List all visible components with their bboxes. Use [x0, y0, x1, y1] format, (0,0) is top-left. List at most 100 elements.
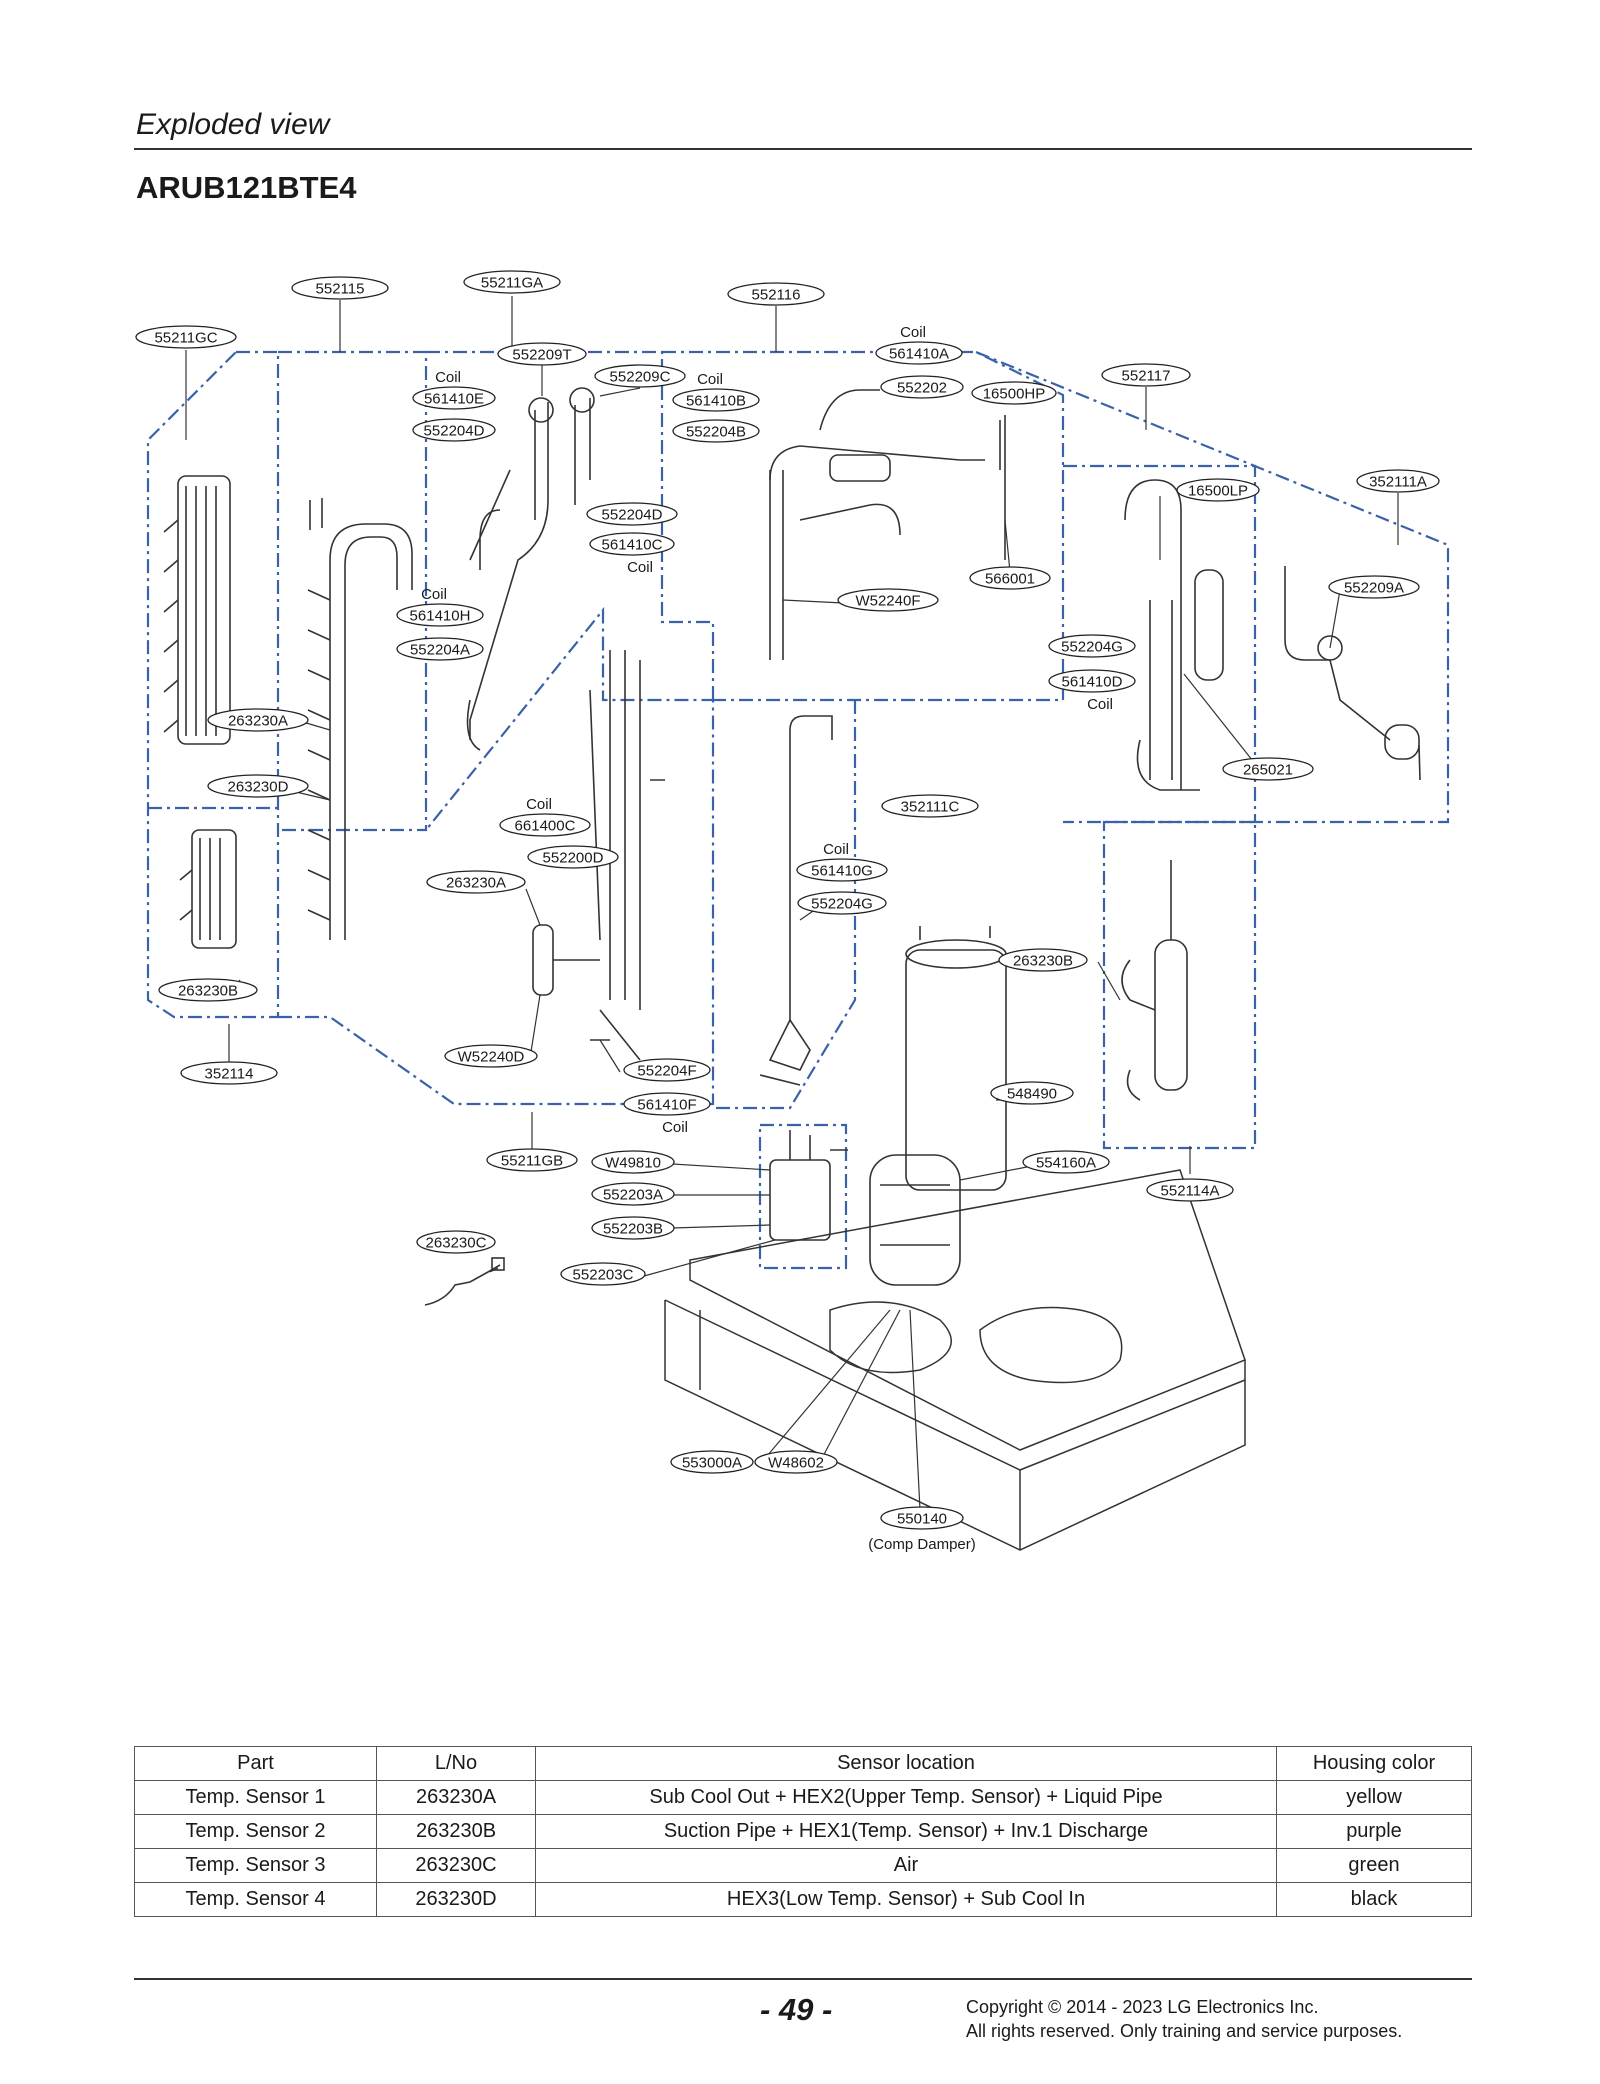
callout-oval	[875, 341, 963, 365]
callout-oval	[412, 386, 496, 410]
callout-oval	[396, 637, 484, 661]
callout-oval	[672, 419, 760, 443]
column-header-housing-color: Housing color	[1276, 1746, 1472, 1781]
callout-part-number: W52240F	[855, 593, 920, 610]
callout-oval	[158, 978, 258, 1002]
group-boundary-55211ga	[426, 350, 715, 700]
callout-oval	[589, 532, 675, 556]
part-callout: 263230B	[998, 948, 1088, 972]
callout-part-number: W48602	[768, 1455, 824, 1472]
compressor-548490	[905, 926, 1007, 1191]
part-callout: W49810	[591, 1150, 675, 1174]
part-callout: 263230C	[416, 1230, 496, 1254]
cell-housing-color: yellow	[1276, 1780, 1472, 1815]
callout-part-number: 263230C	[426, 1235, 487, 1252]
group-boundary-552116	[662, 350, 1065, 702]
part-callout: 552209A	[1328, 575, 1420, 599]
group-boundary-552114a	[1102, 820, 1257, 1150]
callout-part-number: 552209A	[1344, 580, 1404, 597]
callout-oval	[1356, 469, 1440, 493]
callout-oval	[497, 342, 587, 366]
sensor-table: Part L/No Sensor location Housing color …	[134, 1746, 1472, 1917]
callout-part-number: 561410B	[686, 393, 746, 410]
part-callout: 553000A	[670, 1450, 754, 1474]
callout-part-number: 263230B	[1013, 953, 1073, 970]
callout-oval	[670, 1450, 754, 1474]
part-callout: 552116	[727, 282, 825, 306]
cell-lno: 263230A	[376, 1780, 536, 1815]
pipe-assembly-552116	[769, 389, 1006, 660]
callout-part-number: W52240D	[458, 1049, 525, 1066]
callout-coil-note: Coil	[526, 796, 552, 813]
callout-oval	[486, 1148, 578, 1172]
part-callout: 566001	[969, 566, 1051, 590]
pipe-352111c	[759, 715, 833, 1086]
callout-part-number: 55211GB	[501, 1153, 563, 1170]
footer-divider	[134, 1978, 1472, 1980]
group-boundary-552115	[278, 350, 428, 832]
part-callout: 552204D	[412, 418, 496, 442]
cell-lno: 263230C	[376, 1848, 536, 1883]
callout-part-number: 561410H	[410, 608, 471, 625]
part-callout: 352111A	[1356, 469, 1440, 493]
callout-oval	[796, 858, 888, 882]
callout-oval	[881, 794, 979, 818]
callout-oval	[1048, 634, 1136, 658]
callout-part-number: 552209C	[610, 369, 671, 386]
copyright-line-2: All rights reserved. Only training and s…	[966, 2021, 1403, 2041]
callout-part-number: 554160A	[1036, 1155, 1096, 1172]
comp-damper-note: (Comp Damper)	[868, 1536, 976, 1553]
part-callout: 552204A	[396, 637, 484, 661]
part-callout: 561410C Coil	[589, 532, 675, 576]
callout-oval	[998, 948, 1088, 972]
heat-exchanger-left-lower	[179, 829, 237, 949]
part-callout: 55211GA	[463, 270, 561, 294]
section-title: Exploded view	[136, 108, 330, 141]
callout-oval	[1328, 575, 1420, 599]
valve-352111a	[1284, 566, 1421, 781]
callout-part-number: 55211GC	[154, 330, 217, 347]
table-row: Temp. Sensor 1 263230A Sub Cool Out + HE…	[134, 1780, 1472, 1815]
callout-part-number: 55211GA	[481, 275, 543, 292]
callout-oval	[527, 845, 619, 869]
callout-coil-note: Coil	[627, 559, 653, 576]
part-callout: 352111C	[881, 794, 979, 818]
part-callout: 263230A	[426, 870, 526, 894]
base-pan	[664, 1169, 1246, 1551]
table-row: Temp. Sensor 3 263230C Air green	[134, 1848, 1472, 1883]
callout-part-number: 561410A	[889, 346, 949, 363]
page-number: - 49 -	[760, 1992, 833, 2027]
callout-part-number: 566001	[985, 571, 1035, 588]
callout-oval	[1146, 1178, 1234, 1202]
part-callout: 263230D	[207, 774, 309, 798]
callout-part-number: 552209T	[512, 347, 571, 364]
cell-sensor-location: Suction Pipe + HEX1(Temp. Sensor) + Inv.…	[535, 1814, 1277, 1849]
callout-oval	[1101, 363, 1191, 387]
callout-part-number: 561410C	[602, 537, 663, 554]
callout-part-number: 552204D	[424, 423, 485, 440]
model-title: ARUB121BTE4	[136, 170, 357, 205]
callout-part-number: 352111A	[1369, 474, 1427, 491]
part-callout: 552204B	[672, 419, 760, 443]
cell-sensor-location: Sub Cool Out + HEX2(Upper Temp. Sensor) …	[535, 1780, 1277, 1815]
callout-coil-note: Coil	[662, 1119, 688, 1136]
callout-part-number: 548490	[1007, 1086, 1057, 1103]
callout-oval	[586, 502, 678, 526]
part-callout: 55211GB	[486, 1148, 578, 1172]
part-callout: 554160A	[1022, 1150, 1110, 1174]
callout-oval	[1022, 1150, 1110, 1174]
callout-part-number: 263230A	[228, 713, 288, 730]
callout-part-number: 550140	[897, 1511, 947, 1528]
part-callout: 552203A	[591, 1182, 675, 1206]
table-row: Temp. Sensor 4 263230D HEX3(Low Temp. Se…	[134, 1882, 1472, 1917]
part-callout: 552117	[1101, 363, 1191, 387]
callout-part-number: 552200D	[543, 850, 604, 867]
accumulator-group-552117	[1124, 479, 1224, 791]
distributor-pipe-552115	[307, 498, 413, 940]
part-callout: 16500LP	[1176, 478, 1260, 502]
callout-oval	[180, 1061, 278, 1085]
callout-oval	[969, 566, 1051, 590]
callout-coil-note: Coil	[421, 586, 447, 603]
